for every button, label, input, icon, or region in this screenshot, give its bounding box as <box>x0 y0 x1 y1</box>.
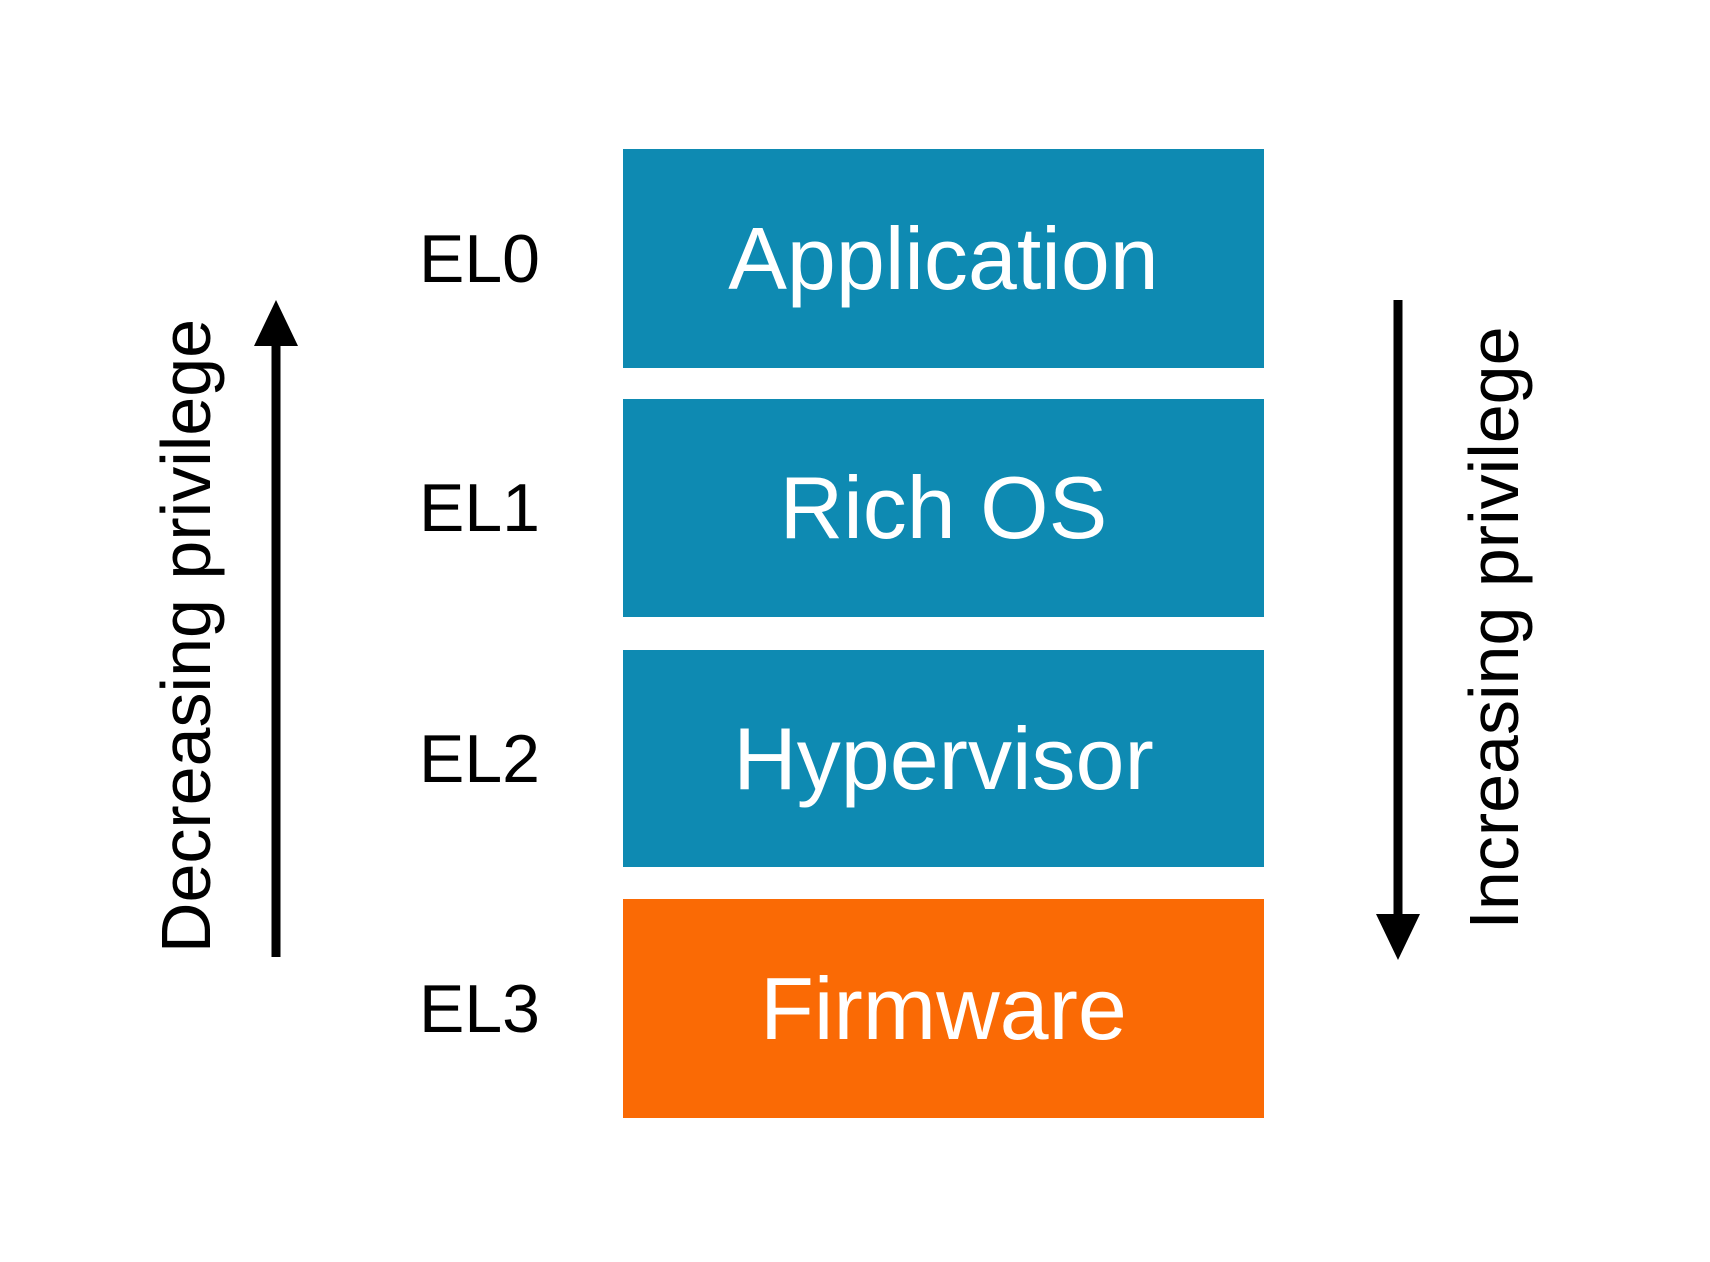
application-box: Application <box>623 149 1264 368</box>
hypervisor-box: Hypervisor <box>623 650 1264 867</box>
el2-label: EL2 <box>419 720 540 797</box>
el3-label: EL3 <box>419 970 540 1047</box>
increasing-privilege-label: Increasing privilege <box>1455 326 1533 930</box>
rich-os-box: Rich OS <box>623 399 1264 617</box>
el0-label: EL0 <box>419 220 540 297</box>
increasing-privilege-arrow-icon <box>1376 300 1420 960</box>
decreasing-privilege-label: Decreasing privilege <box>147 318 225 954</box>
el1-label: EL1 <box>419 470 540 546</box>
decreasing-privilege-arrow-icon <box>254 300 298 957</box>
firmware-box: Firmware <box>623 899 1264 1118</box>
